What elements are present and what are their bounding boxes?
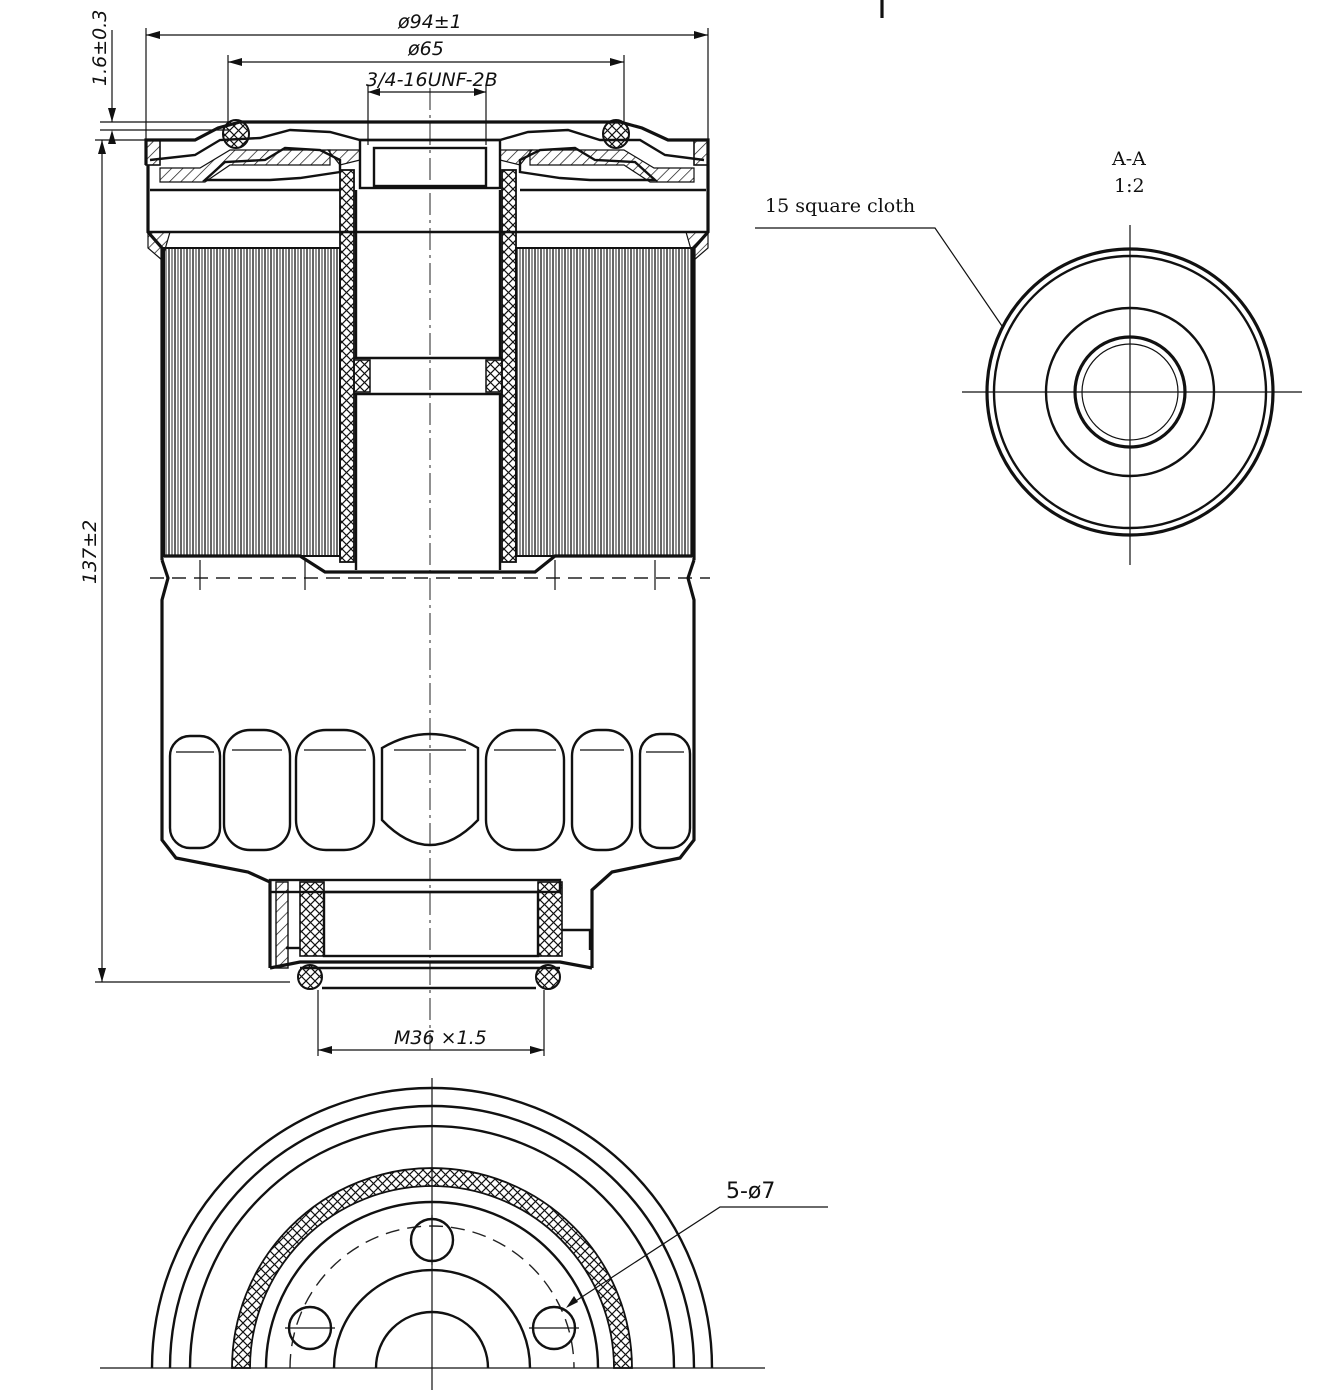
top-cover	[144, 120, 710, 165]
section-scale: 1:2	[1114, 175, 1145, 197]
dim-height: 137±2	[79, 520, 101, 584]
filter-media-left	[163, 247, 341, 557]
top-gasket-left	[222, 119, 250, 149]
section-callout: 15 square cloth	[765, 195, 915, 217]
dim-holes: 5-ø7	[726, 1179, 775, 1204]
dim-gasket-thickness: 1.6±0.3	[89, 10, 111, 86]
housing-lower	[160, 559, 696, 968]
threaded-boss	[358, 138, 502, 190]
right-seam-hatch	[693, 139, 709, 166]
dim-bottom-thread: M36 ×1.5	[394, 1027, 487, 1049]
bottom-end-view	[100, 1078, 828, 1390]
dim-outer-diameter: ø94±1	[397, 11, 462, 33]
section-label: A-A	[1111, 148, 1146, 170]
center-tube-right-wall	[501, 169, 517, 563]
section-aa-view	[755, 225, 1302, 565]
dim-inner-diameter: ø65	[407, 38, 444, 60]
grip-flutes	[168, 728, 692, 852]
main-section-view	[144, 88, 710, 1050]
dim-top-thread: 3/4-16UNF-2B	[366, 69, 498, 91]
dimension-lines	[95, 28, 709, 1056]
left-seam-hatch	[145, 139, 161, 166]
filter-media-right	[515, 247, 693, 557]
center-tube-left-wall	[339, 169, 355, 563]
top-gasket-right	[602, 119, 630, 149]
element-end-cap	[164, 554, 692, 574]
bottom-outlet	[268, 878, 593, 990]
